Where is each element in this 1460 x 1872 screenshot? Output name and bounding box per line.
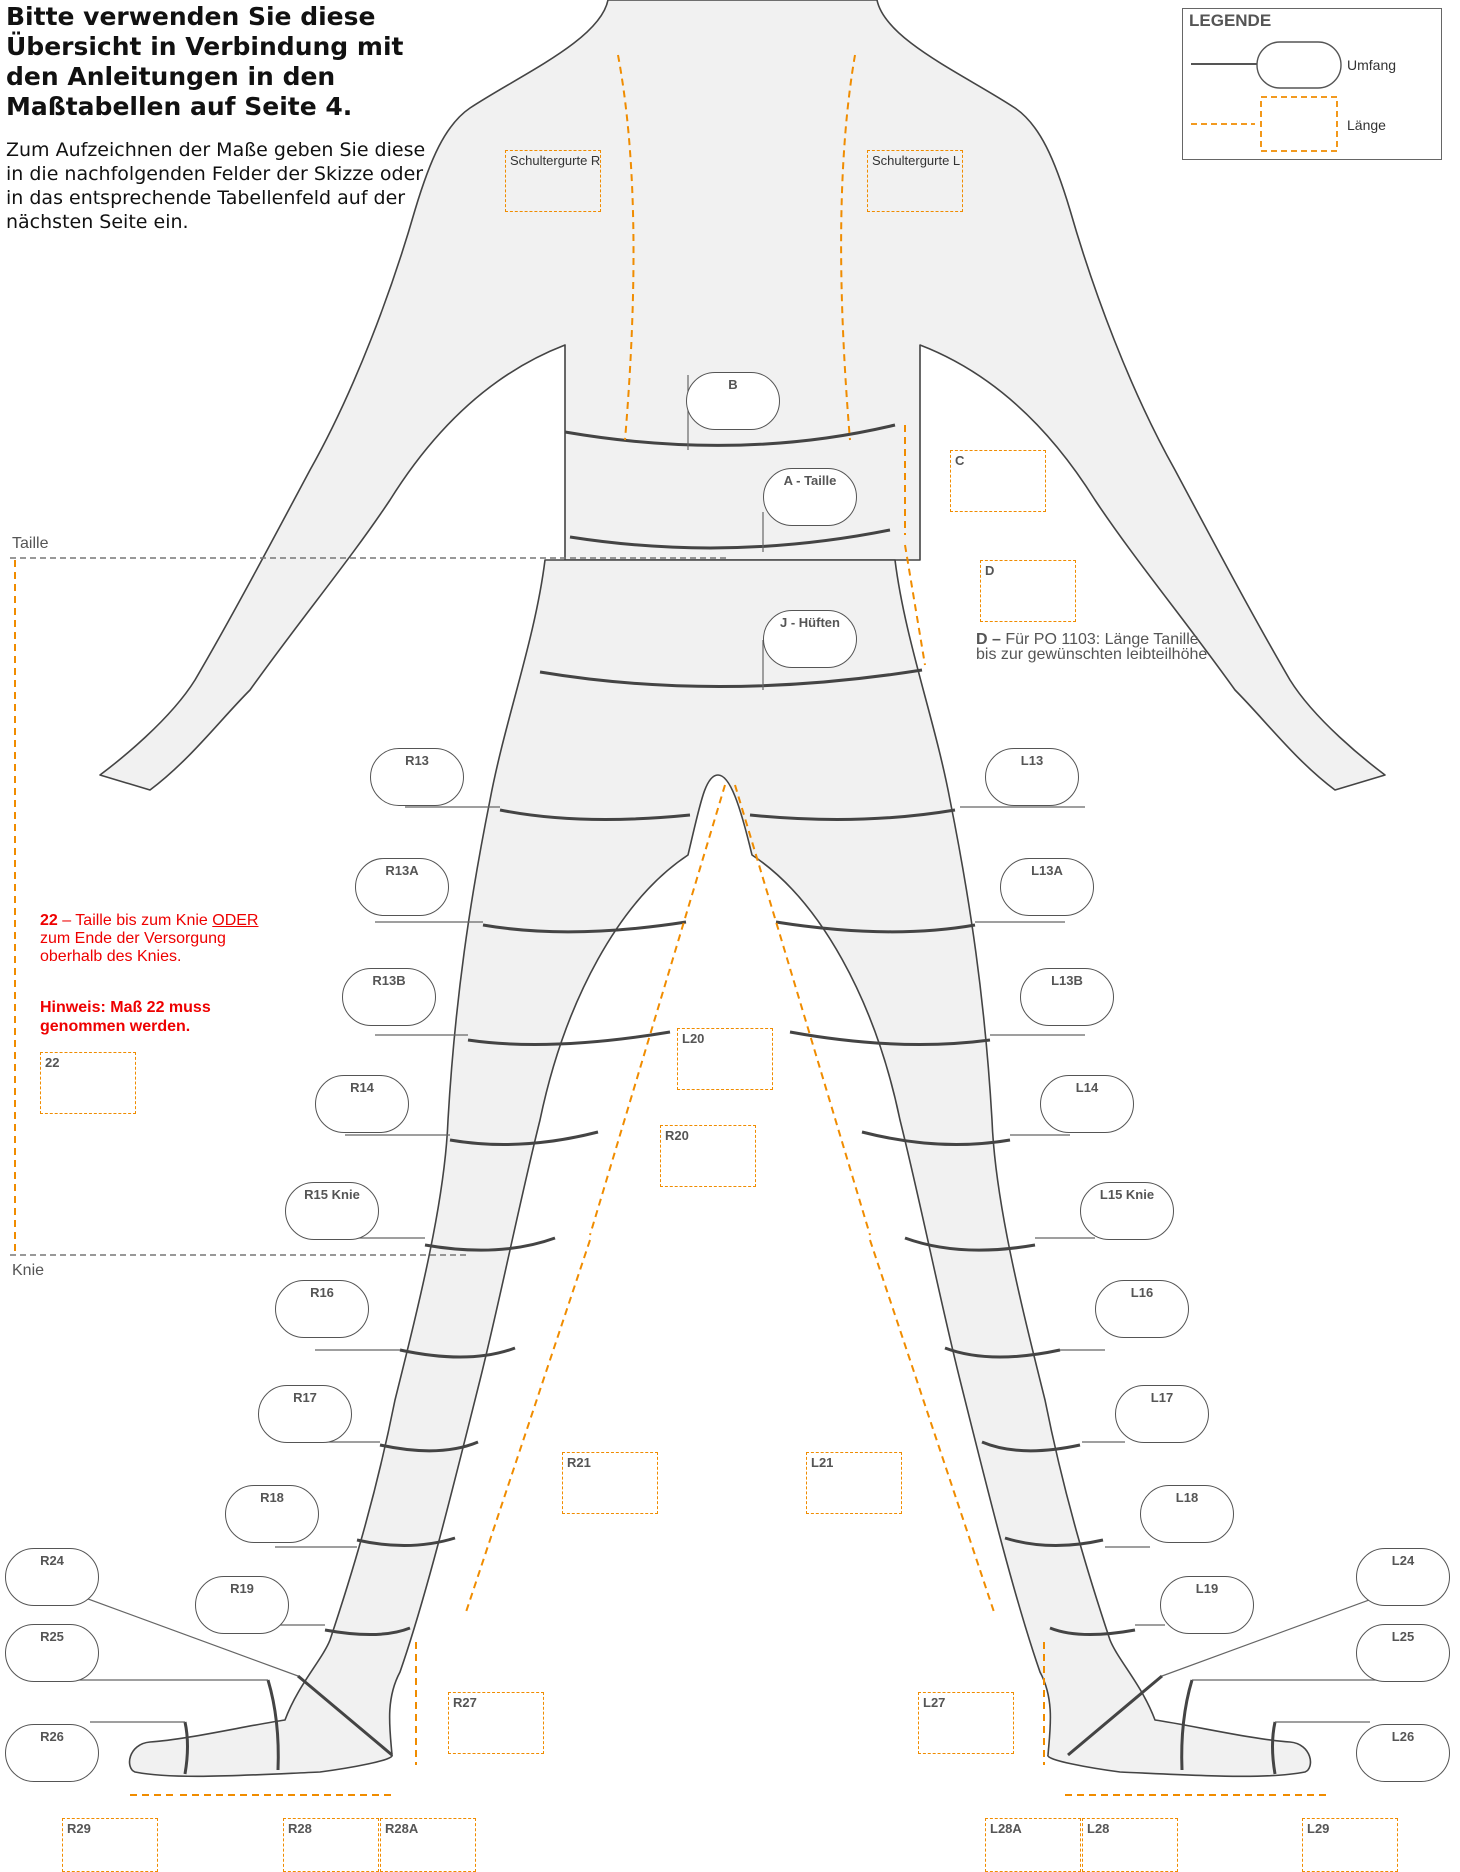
- length-field-c[interactable]: C: [950, 450, 1046, 512]
- circumference-field-r13a[interactable]: R13A: [355, 858, 449, 916]
- circumference-field-j-hips[interactable]: J - Hüften: [763, 610, 857, 668]
- circumference-field-r24[interactable]: R24: [5, 1548, 99, 1606]
- length-field-l28a[interactable]: L28A: [985, 1818, 1081, 1872]
- circumference-field-l14[interactable]: L14: [1040, 1075, 1134, 1133]
- circumference-field-l18[interactable]: L18: [1140, 1485, 1234, 1543]
- length-field-22[interactable]: 22: [40, 1052, 136, 1114]
- circumference-field-l13[interactable]: L13: [985, 748, 1079, 806]
- circumference-field-l19[interactable]: L19: [1160, 1576, 1254, 1634]
- circumference-field-l26[interactable]: L26: [1356, 1724, 1450, 1782]
- legend-circumference-label: Umfang: [1347, 57, 1396, 73]
- legend-panel: LEGENDE Umfang Länge: [1182, 8, 1442, 160]
- length-field-l28[interactable]: L28: [1082, 1818, 1178, 1872]
- circumference-field-l25[interactable]: L25: [1356, 1624, 1450, 1682]
- circumference-field-r14[interactable]: R14: [315, 1075, 409, 1133]
- circumference-field-r15-knee[interactable]: R15 Knie: [285, 1182, 379, 1240]
- legend-symbols: [1183, 9, 1443, 161]
- length-field-l21[interactable]: L21: [806, 1452, 902, 1514]
- measure-d-note: D – Für PO 1103: Länge Tanille bis zur g…: [976, 632, 1216, 662]
- circumference-field-l17[interactable]: L17: [1115, 1385, 1209, 1443]
- circumference-field-l16[interactable]: L16: [1095, 1280, 1189, 1338]
- circumference-field-r13b[interactable]: R13B: [342, 968, 436, 1026]
- circumference-field-r18[interactable]: R18: [225, 1485, 319, 1543]
- circumference-field-l15-knee[interactable]: L15 Knie: [1080, 1182, 1174, 1240]
- length-field-r28a[interactable]: R28A: [380, 1818, 476, 1872]
- circumference-field-r26[interactable]: R26: [5, 1724, 99, 1782]
- length-field-d[interactable]: D: [980, 560, 1076, 622]
- circumference-field-l24[interactable]: L24: [1356, 1548, 1450, 1606]
- circumference-field-r19[interactable]: R19: [195, 1576, 289, 1634]
- knee-line-label: Knie: [12, 1262, 44, 1280]
- circumference-field-b[interactable]: B: [686, 372, 780, 430]
- page-title: Bitte verwenden Sie diese Übersicht in V…: [6, 2, 426, 122]
- circumference-field-r13[interactable]: R13: [370, 748, 464, 806]
- length-field-l20[interactable]: L20: [677, 1028, 773, 1090]
- circumference-field-r25[interactable]: R25: [5, 1624, 99, 1682]
- length-field-r20[interactable]: R20: [660, 1125, 756, 1187]
- length-field-r27[interactable]: R27: [448, 1692, 544, 1754]
- length-field-shoulder-strap-right[interactable]: Schultergurte R: [505, 150, 601, 212]
- waist-line-label: Taille: [12, 535, 48, 553]
- length-field-l27[interactable]: L27: [918, 1692, 1014, 1754]
- instructions-text: Zum Aufzeichnen der Maße geben Sie diese…: [6, 138, 436, 234]
- circumference-field-l13a[interactable]: L13A: [1000, 858, 1094, 916]
- circumference-field-r16[interactable]: R16: [275, 1280, 369, 1338]
- measure-22-note: 22 – Taille bis zum Knie ODER zum Ende d…: [40, 912, 290, 966]
- circumference-field-r17[interactable]: R17: [258, 1385, 352, 1443]
- length-field-l29[interactable]: L29: [1302, 1818, 1398, 1872]
- length-field-shoulder-strap-left[interactable]: Schultergurte L: [867, 150, 963, 212]
- measure-22-hint: Hinweis: Maß 22 muss genommen werden.: [40, 998, 260, 1036]
- circumference-field-a-waist[interactable]: A - Taille: [763, 468, 857, 526]
- length-field-r21[interactable]: R21: [562, 1452, 658, 1514]
- circumference-field-l13b[interactable]: L13B: [1020, 968, 1114, 1026]
- length-field-r29[interactable]: R29: [62, 1818, 158, 1872]
- length-field-r28[interactable]: R28: [283, 1818, 379, 1872]
- legend-length-label: Länge: [1347, 117, 1386, 133]
